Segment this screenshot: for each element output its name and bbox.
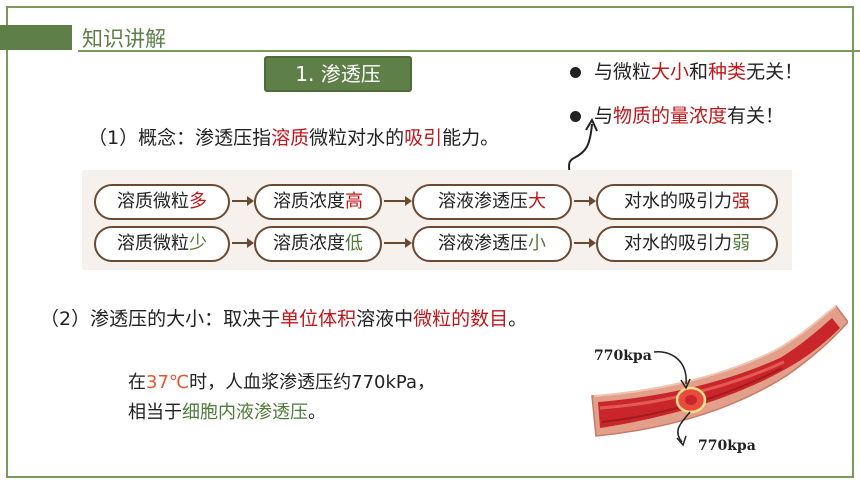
chain-row-low: 溶质微粒少 溶质浓度低 溶液渗透压小 对水的吸引力弱 [82, 224, 792, 264]
slide-frame [6, 6, 854, 478]
bullet-text: 无关！ [746, 61, 804, 83]
section-title-badge: 1. 渗透压 [264, 56, 412, 92]
concept-definition: （1）概念：渗透压指溶质微粒对水的吸引能力。 [88, 124, 499, 152]
arrow-right-icon [232, 238, 254, 248]
concept-text: （1）概念：渗透压指 [88, 127, 272, 149]
chain-pill: 溶液渗透压小 [412, 226, 572, 262]
bullet-list: 与微粒大小和种类无关！ 与物质的量浓度有关！ [566, 58, 803, 146]
chain-pill: 溶质浓度低 [254, 226, 382, 262]
size-text: 。 [508, 308, 528, 330]
relation-chain-panel: 溶质微粒多 溶质浓度高 溶液渗透压大 对水的吸引力强 溶质微粒少 溶质浓度低 溶… [82, 170, 792, 270]
bullet-dot-icon [570, 111, 581, 122]
chain-pill: 对水的吸引力弱 [596, 226, 778, 262]
arrow-right-icon [232, 196, 254, 206]
page-title: 知识讲解 [82, 27, 166, 51]
chain-pill: 溶质浓度高 [254, 184, 382, 220]
bullet-highlight: 物质的量浓度 [613, 105, 728, 127]
bullet-text: 与 [594, 105, 614, 127]
size-text: 溶液中 [356, 308, 414, 330]
vessel-label-bottom: 770kpa [698, 438, 756, 454]
chain-row-high: 溶质微粒多 溶质浓度高 溶液渗透压大 对水的吸引力强 [82, 182, 792, 222]
temperature-note: 在37℃时，人血浆渗透压约770kPa， 相当于细胞内液渗透压。 [128, 368, 435, 428]
concept-highlight: 吸引 [404, 127, 443, 149]
arrow-right-icon [574, 196, 596, 206]
temperature-line-1: 在37℃时，人血浆渗透压约770kPa， [128, 372, 435, 393]
chain-pill: 对水的吸引力强 [596, 184, 778, 220]
arrow-right-icon [574, 238, 596, 248]
osmotic-size-line: （2）渗透压的大小：取决于单位体积溶液中微粒的数目。 [40, 304, 527, 334]
vessel-label-top: 770kpa [594, 348, 652, 364]
temperature-highlight: 细胞内液渗透压 [182, 402, 308, 423]
bullet-text: 有关！ [727, 105, 785, 127]
bullet-text: 与微粒 [594, 61, 652, 83]
arrow-right-icon [384, 238, 412, 248]
concept-highlight: 溶质 [271, 127, 310, 149]
size-label: （2）渗透压的大小： [40, 308, 224, 330]
concept-text: 微粒对水的 [309, 127, 405, 149]
temperature-value: 37℃ [146, 372, 190, 393]
bullet-item: 与微粒大小和种类无关！ [566, 58, 803, 102]
chain-pill: 溶质微粒多 [94, 184, 230, 220]
arrow-right-icon [384, 196, 412, 206]
bullet-item: 与物质的量浓度有关！ [566, 102, 803, 146]
header-accent-bar [0, 25, 72, 50]
bullet-highlight: 种类 [708, 61, 747, 83]
temperature-line-2: 相当于细胞内液渗透压。 [128, 402, 326, 423]
concept-text: 能力。 [442, 127, 500, 149]
size-text: 取决于 [223, 308, 281, 330]
chain-pill: 溶质微粒少 [94, 226, 230, 262]
bullet-text: 和 [689, 61, 709, 83]
bullet-highlight: 大小 [651, 61, 690, 83]
size-highlight: 微粒的数目 [413, 308, 509, 330]
chain-pill: 溶液渗透压大 [412, 184, 572, 220]
blood-vessel-illustration: 770kpa 770kpa [591, 304, 848, 454]
bullet-dot-icon [570, 67, 581, 78]
header-divider [78, 50, 860, 52]
size-highlight: 单位体积 [280, 308, 357, 330]
